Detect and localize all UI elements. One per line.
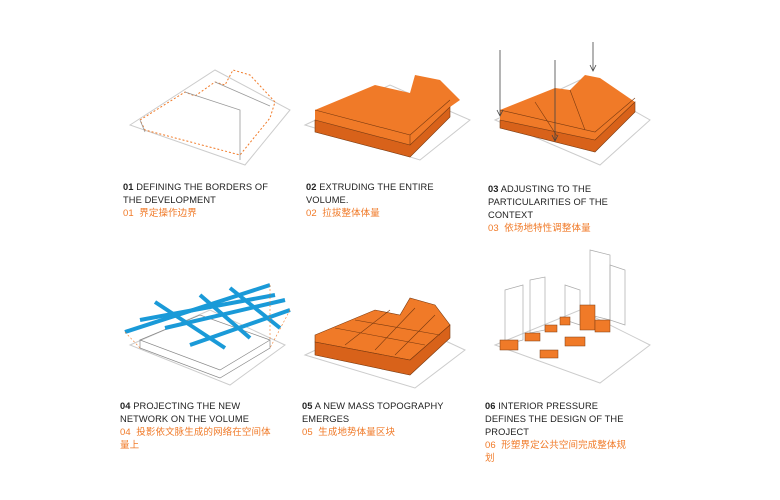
step-title: INTERIOR PRESSURE DEFINES THE DESIGN OF … [485, 401, 624, 437]
step-zh-text: 形塑界定公共空间完成整体规划 [485, 440, 627, 464]
extruded-volume-diagram [303, 75, 471, 161]
step-title-zh: 01 界定操作边界 [123, 207, 273, 220]
step-title: EXTRUDING THE ENTIRE VOLUME. [306, 182, 434, 205]
step-title-zh: 05 生成地势体量区块 [302, 426, 452, 439]
step-caption-02: 02 EXTRUDING THE ENTIRE VOLUME. 02 拉拔整体体… [306, 181, 476, 220]
step-title-zh: 02 拉拔整体体量 [306, 207, 476, 220]
step-title: ADJUSTING TO THE PARTICULARITIES OF THE … [488, 184, 608, 220]
step-title: DEFINING THE BORDERS OF THE DEVELOPMENT [123, 182, 269, 205]
mass-topography-diagram [303, 297, 466, 389]
step-caption-05: 05 A NEW MASS TOPOGRAPHY EMERGES 05 生成地势… [302, 400, 452, 439]
step-title: A NEW MASS TOPOGRAPHY EMERGES [302, 401, 444, 424]
step-title-zh: 06 形塑界定公共空间完成整体规划 [485, 439, 635, 465]
step-number-zh: 03 [488, 223, 499, 234]
step-zh-text: 投影依文脉生成的网络在空间体量上 [120, 427, 271, 451]
step-caption-03: 03 ADJUSTING TO THE PARTICULARITIES OF T… [488, 183, 648, 235]
step-number: 04 [120, 401, 131, 411]
step-number-zh: 04 [120, 427, 131, 438]
step-caption-06: 06 INTERIOR PRESSURE DEFINES THE DESIGN … [485, 400, 635, 465]
step-zh-text: 生成地势体量区块 [318, 427, 396, 438]
step-number-zh: 01 [123, 208, 134, 219]
step-zh-text: 依场地特性调整体量 [504, 223, 591, 234]
step-title: PROJECTING THE NEW NETWORK ON THE VOLUME [120, 401, 249, 424]
step-number: 03 [488, 184, 499, 194]
step-title-zh: 04 投影依文脉生成的网络在空间体量上 [120, 426, 280, 452]
step-number-zh: 05 [302, 427, 313, 438]
step-number-zh: 06 [485, 440, 496, 451]
step-number: 02 [306, 182, 317, 192]
step-zh-text: 拉拔整体体量 [322, 208, 380, 219]
context-adjust-diagram [493, 42, 651, 166]
step-zh-text: 界定操作边界 [139, 208, 197, 219]
step-number: 05 [302, 401, 313, 411]
interior-pressure-diagram [493, 249, 651, 384]
step-number: 06 [485, 401, 496, 411]
step-number: 01 [123, 182, 134, 192]
borders-diagram [128, 69, 291, 166]
network-projection-diagram [124, 283, 291, 386]
step-caption-01: 01 DEFINING THE BORDERS OF THE DEVELOPME… [123, 181, 273, 220]
step-caption-04: 04 PROJECTING THE NEW NETWORK ON THE VOL… [120, 400, 280, 452]
step-number-zh: 02 [306, 208, 317, 219]
step-title-zh: 03 依场地特性调整体量 [488, 222, 648, 235]
